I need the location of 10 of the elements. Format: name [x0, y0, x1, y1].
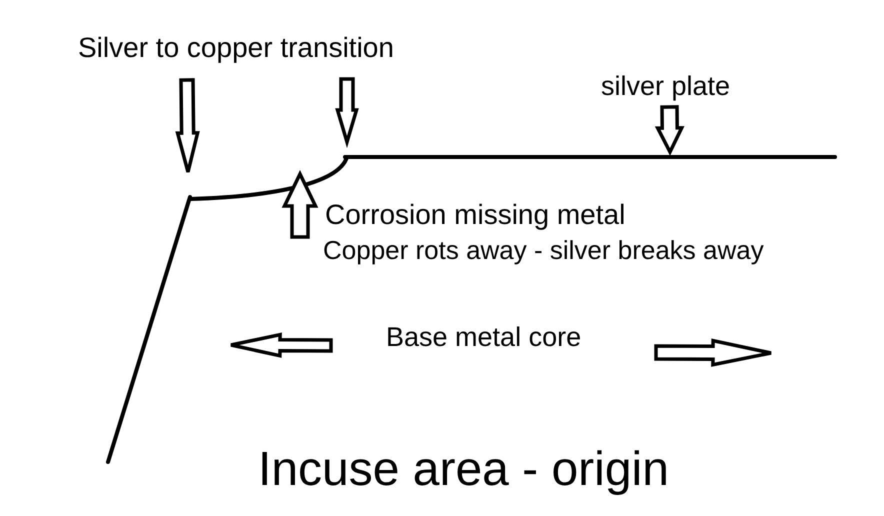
block-arrow	[335, 77, 359, 148]
area-label: Incuse area - origin	[258, 442, 669, 498]
region-label: Base metal core	[386, 322, 582, 354]
callout-note: Copper rots away - silver breaks away	[323, 236, 764, 266]
callout-label: Silver to copper transition	[78, 32, 394, 64]
block-arrow	[282, 170, 318, 239]
block-arrow	[654, 105, 684, 156]
callout-heading: Corrosion missing metal	[325, 199, 626, 232]
block-arrow	[175, 78, 200, 174]
callout-label: silver plate	[601, 71, 730, 102]
